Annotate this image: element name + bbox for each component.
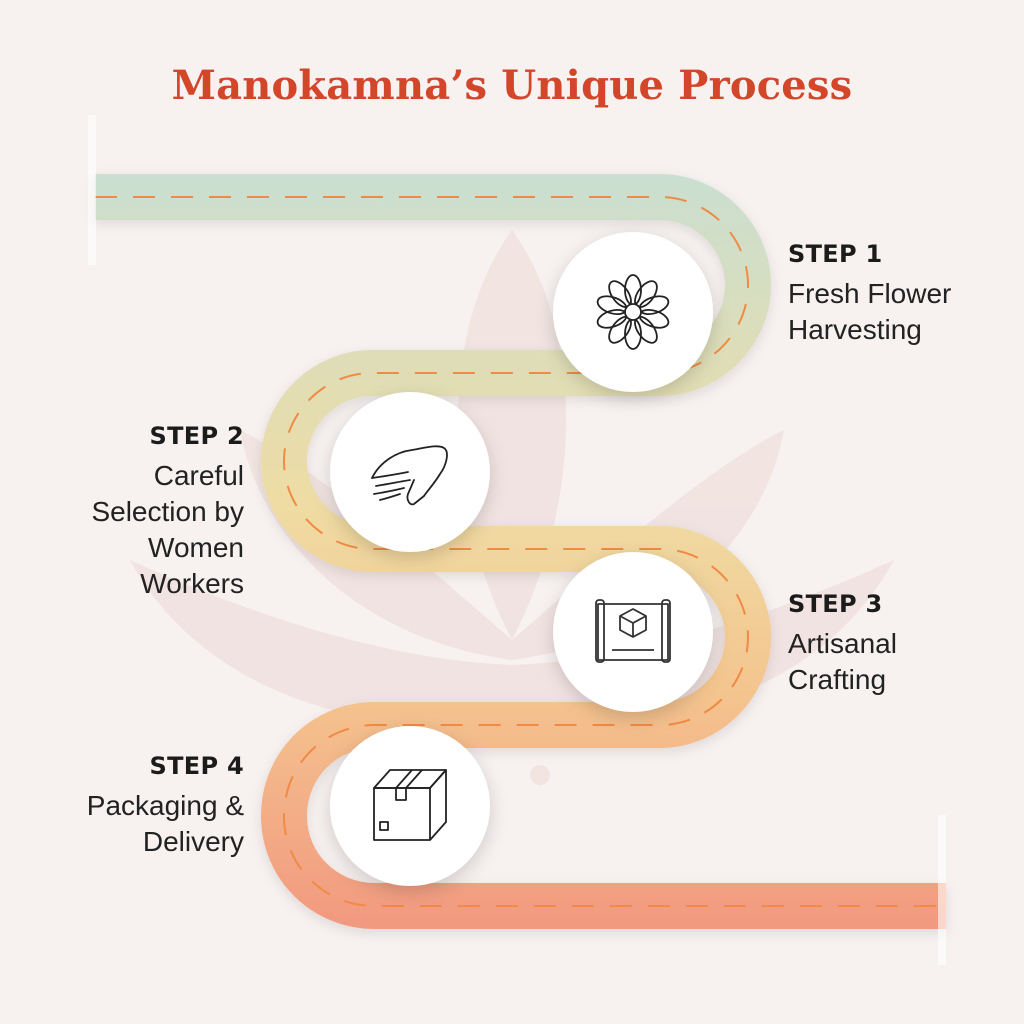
step-1-description: Fresh Flower Harvesting bbox=[788, 278, 952, 345]
step-4-label: STEP 4 bbox=[149, 752, 244, 780]
step-4-marker bbox=[330, 726, 490, 886]
step-4-text: STEP 4 Packaging & Delivery bbox=[87, 752, 244, 860]
step-3-marker bbox=[553, 552, 713, 712]
lotus-watermark bbox=[130, 230, 894, 785]
step-4-description: Packaging & Delivery bbox=[86, 790, 244, 857]
step-2-marker bbox=[330, 392, 490, 552]
step-2-description: Careful Selection by Women Workers bbox=[91, 460, 244, 599]
blueprint-icon bbox=[595, 599, 671, 663]
step-3-label: STEP 3 bbox=[788, 590, 883, 618]
step-3-description: Artisanal Crafting bbox=[788, 628, 897, 695]
step-1-text: STEP 1 Fresh Flower Harvesting bbox=[788, 240, 951, 348]
road-dashed-line bbox=[95, 196, 946, 907]
page-title: Manokamna’s Unique Process bbox=[171, 62, 853, 109]
package-box-icon bbox=[373, 769, 447, 841]
step-1-marker bbox=[553, 232, 713, 392]
step-3-text: STEP 3 Artisanal Crafting bbox=[788, 590, 897, 698]
hand-icon bbox=[371, 445, 448, 506]
step-1-label: STEP 1 bbox=[788, 240, 883, 268]
flower-icon bbox=[596, 274, 670, 350]
step-2-label: STEP 2 bbox=[149, 422, 244, 450]
road-start-edge bbox=[88, 115, 96, 265]
step-2-text: STEP 2 Careful Selection by Women Worker… bbox=[91, 422, 244, 602]
road-end-edge bbox=[938, 815, 946, 965]
